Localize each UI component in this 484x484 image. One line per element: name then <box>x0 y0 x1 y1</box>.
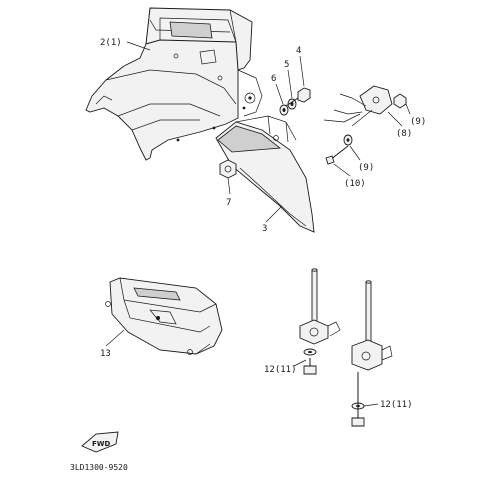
callout-13: 13 <box>100 349 111 359</box>
callout-10: (10) <box>344 179 366 189</box>
washer-part-6 <box>279 104 289 116</box>
leader-line-5 <box>287 69 293 99</box>
leader-line-7 <box>227 177 231 195</box>
leader-line-8 <box>387 111 403 127</box>
callout-9-upper: (9) <box>410 117 426 127</box>
fuel-cock-left-part <box>299 268 341 375</box>
leader-line-10 <box>333 163 351 177</box>
rear-flap-part <box>215 115 315 233</box>
leader-line-4 <box>299 55 305 87</box>
callout-6: 6 <box>271 74 276 84</box>
callout-7: 7 <box>226 198 231 208</box>
callout-9-lower: (9) <box>358 163 374 173</box>
callout-12-left: 12(11) <box>264 365 297 375</box>
leader-line-6 <box>275 83 284 105</box>
leader-line-9-lower <box>349 145 361 161</box>
fuel-cock-right-part <box>351 280 393 427</box>
leader-line-9-upper <box>405 103 411 115</box>
reflector-bracket-part-8 <box>323 85 393 127</box>
callout-8: (8) <box>396 129 412 139</box>
callout-12-right: 12(11) <box>380 400 413 410</box>
leader-line-12-right <box>363 403 379 407</box>
leader-line-12-left <box>293 359 307 367</box>
screw-part-10 <box>325 145 349 165</box>
tray-case-part <box>105 277 223 355</box>
leader-line-2 <box>126 41 151 51</box>
rear-fender-part <box>85 7 263 161</box>
leader-line-3 <box>265 205 283 223</box>
diagram-reference-code: 3LD1300-9520 <box>70 463 128 472</box>
callout-4: 4 <box>296 46 301 56</box>
callout-2: 2(1) <box>100 38 122 48</box>
callout-3: 3 <box>262 224 267 234</box>
nut-part-9-upper <box>393 93 407 109</box>
nut-part-9-lower <box>343 134 353 146</box>
forward-arrow-label: FWD <box>92 440 111 448</box>
leader-line-13 <box>105 329 125 347</box>
bolt-part-4 <box>285 87 311 107</box>
forward-arrow-icon: FWD <box>81 431 119 453</box>
callout-5: 5 <box>284 60 289 70</box>
nut-part-7 <box>219 159 237 179</box>
